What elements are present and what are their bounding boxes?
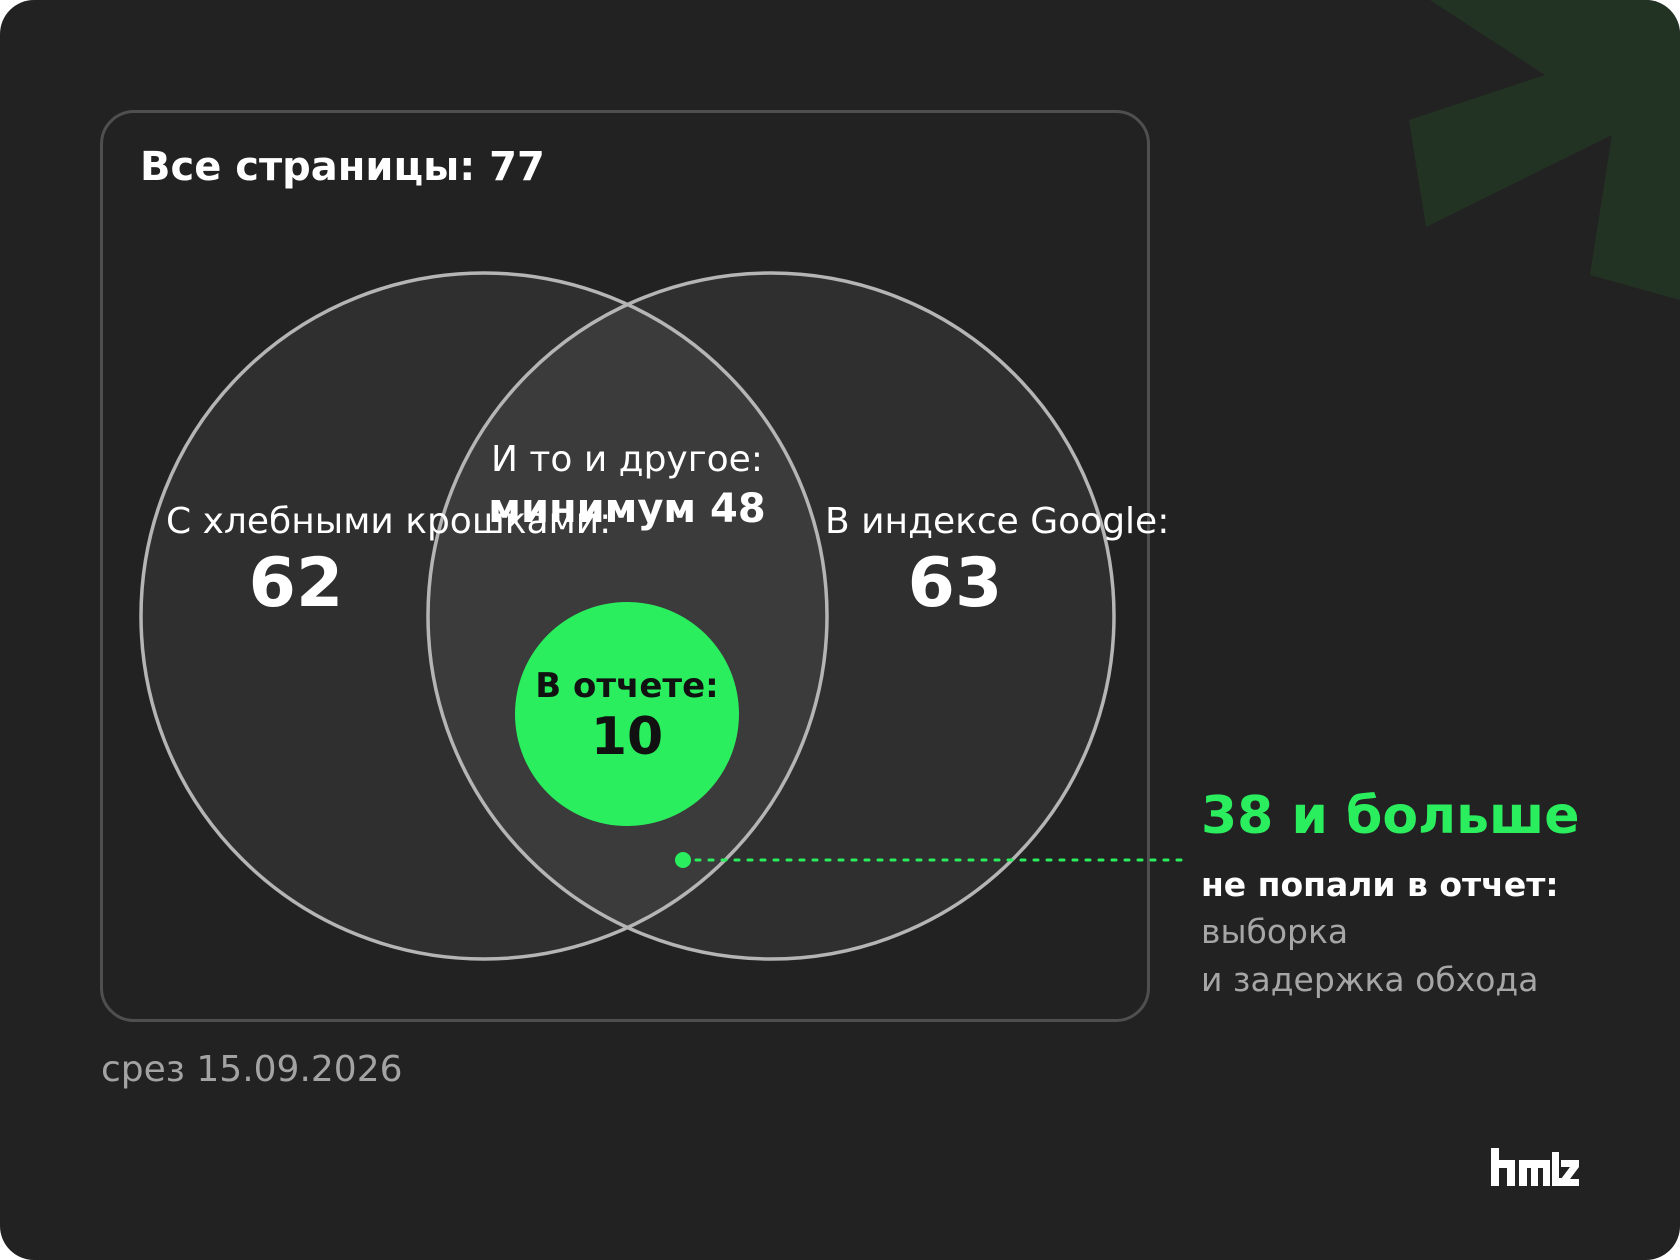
in-report-caption: В отчете: [535,666,719,706]
overlap-caption: И то и другое: [491,439,763,480]
google-index-count: 63 [907,544,1003,623]
callout-dot [675,852,691,868]
overlap-label: И то и другое: минимум 48 [460,436,794,534]
in-report-label: В отчете: 10 [515,664,739,766]
all-pages-title: Все страницы: 77 [140,144,545,190]
breadcrumbs-label: С хлебными крошками: 62 [166,498,612,623]
snapshot-date: срез 15.09.2026 [101,1049,403,1090]
callout-subtitle: не попали в отчет: [1201,865,1559,904]
overlap-count: минимум 48 [488,486,766,532]
all-pages-frame [100,110,1150,1022]
google-index-caption: В индексе Google: [825,501,1170,542]
in-report-count: 10 [590,707,664,767]
missing-callout: 38 и больше не попали в отчет: выборка и… [1201,782,1580,1004]
decorative-arrow-shape [1409,0,1680,300]
callout-headline: 38 и больше [1201,786,1580,846]
callout-note-line1: выборка [1201,912,1349,951]
breadcrumbs-caption: С хлебными крошками: [166,501,612,542]
callout-note-line2: и задержка обхода [1201,960,1539,999]
in-report-circle [515,602,739,826]
google-index-label: В индексе Google: 63 [825,498,1170,623]
brand-logo [1491,1148,1579,1186]
breadcrumbs-count: 62 [248,544,344,623]
